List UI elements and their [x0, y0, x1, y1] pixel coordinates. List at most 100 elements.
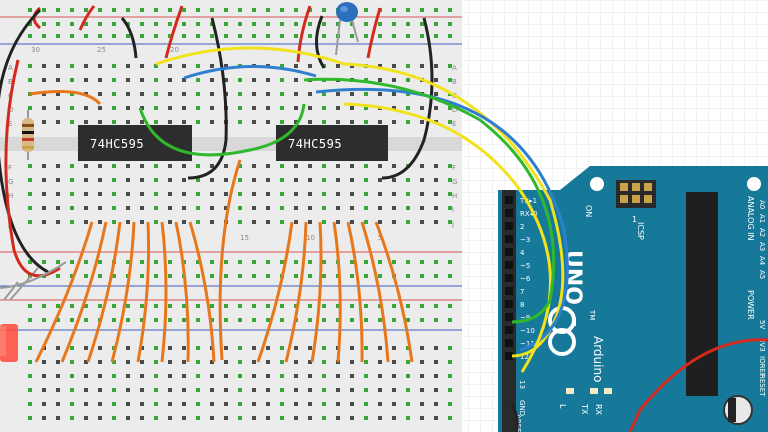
power-pin-label: RESET [758, 374, 766, 397]
breadboard-hole [392, 220, 396, 224]
breadboard-hole [56, 402, 60, 406]
breadboard-hole [112, 360, 116, 364]
breadboard-hole [294, 388, 298, 392]
breadboard-hole [406, 120, 410, 124]
breadboard-hole [308, 220, 312, 224]
breadboard-hole [266, 192, 270, 196]
breadboard-hole [126, 34, 130, 38]
row-letter: H [452, 192, 457, 200]
breadboard-hole [308, 120, 312, 124]
digital-pin [505, 326, 513, 334]
breadboard-hole [378, 22, 382, 26]
breadboard-hole [28, 64, 32, 68]
breadboard-hole [224, 416, 228, 420]
digital-pin [505, 300, 513, 308]
breadboard-hole [126, 402, 130, 406]
breadboard-hole [308, 346, 312, 350]
breadboard-hole [154, 92, 158, 96]
breadboard-hole [98, 360, 102, 364]
breadboard-hole [420, 22, 424, 26]
breadboard-hole [210, 274, 214, 278]
breadboard-hole [56, 360, 60, 364]
breadboard-hole [420, 416, 424, 420]
breadboard-hole [98, 178, 102, 182]
breadboard-hole [210, 206, 214, 210]
breadboard-hole [98, 220, 102, 224]
breadboard-hole [210, 92, 214, 96]
breadboard-hole [168, 274, 172, 278]
breadboard-hole [252, 416, 256, 420]
breadboard-hole [364, 78, 368, 82]
breadboard-hole [56, 416, 60, 420]
breadboard-hole [196, 318, 200, 322]
breadboard-hole [252, 206, 256, 210]
breadboard-hole [140, 220, 144, 224]
breadboard-hole [308, 178, 312, 182]
breadboard-hole [126, 106, 130, 110]
breadboard-hole [28, 260, 32, 264]
breadboard-hole [406, 92, 410, 96]
breadboard-hole [350, 164, 354, 168]
orange-wire [110, 221, 136, 363]
breadboard-hole [126, 374, 130, 378]
breadboard-hole [56, 192, 60, 196]
breadboard-hole [98, 120, 102, 124]
breadboard-hole [350, 402, 354, 406]
breadboard-hole [364, 416, 368, 420]
breadboard-hole [406, 318, 410, 322]
breadboard-hole [238, 388, 242, 392]
breadboard-hole [224, 22, 228, 26]
digital-pin-label: ~3 [520, 236, 530, 244]
power-pin-label: IOREF [758, 356, 766, 377]
breadboard-hole [182, 22, 186, 26]
breadboard-hole [224, 402, 228, 406]
breadboard-hole [350, 374, 354, 378]
breadboard-hole [84, 220, 88, 224]
breadboard-hole [252, 318, 256, 322]
breadboard-hole [196, 260, 200, 264]
breadboard-hole [308, 260, 312, 264]
breadboard-hole [336, 92, 340, 96]
breadboard-hole [112, 304, 116, 308]
breadboard-hole [434, 34, 438, 38]
breadboard-hole [280, 178, 284, 182]
digital-pin [505, 222, 513, 230]
breadboard-hole [56, 78, 60, 82]
breadboard-hole [392, 192, 396, 196]
breadboard-hole [28, 178, 32, 182]
breadboard-hole [406, 220, 410, 224]
breadboard-hole [112, 92, 116, 96]
digital-pin [505, 274, 513, 282]
breadboard-hole [448, 388, 452, 392]
breadboard-hole [238, 78, 242, 82]
breadboard-hole [294, 8, 298, 12]
breadboard-hole [112, 34, 116, 38]
breadboard-holes [28, 8, 452, 420]
breadboard-hole [56, 164, 60, 168]
breadboard-hole [364, 164, 368, 168]
capacitor [335, 2, 359, 56]
breadboard-hole [266, 402, 270, 406]
breadboard-hole [126, 192, 130, 196]
breadboard-hole [224, 318, 228, 322]
breadboard-hole [378, 192, 382, 196]
breadboard-hole [42, 318, 46, 322]
breadboard-hole [294, 346, 298, 350]
breadboard-hole [434, 106, 438, 110]
breadboard-hole [56, 106, 60, 110]
breadboard-hole [294, 64, 298, 68]
digital-pin [505, 313, 513, 321]
breadboard-hole [224, 374, 228, 378]
breadboard-hole [98, 192, 102, 196]
breadboard-hole [238, 22, 242, 26]
breadboard-hole [210, 360, 214, 364]
breadboard-hole [420, 178, 424, 182]
breadboard-hole [322, 416, 326, 420]
breadboard-hole [406, 416, 410, 420]
digital-pin-label: ~6 [520, 275, 531, 283]
column-number-20: 20 [170, 46, 179, 54]
breadboard-hole [280, 402, 284, 406]
breadboard-hole [154, 34, 158, 38]
breadboard-hole [28, 346, 32, 350]
breadboard-hole [364, 346, 368, 350]
